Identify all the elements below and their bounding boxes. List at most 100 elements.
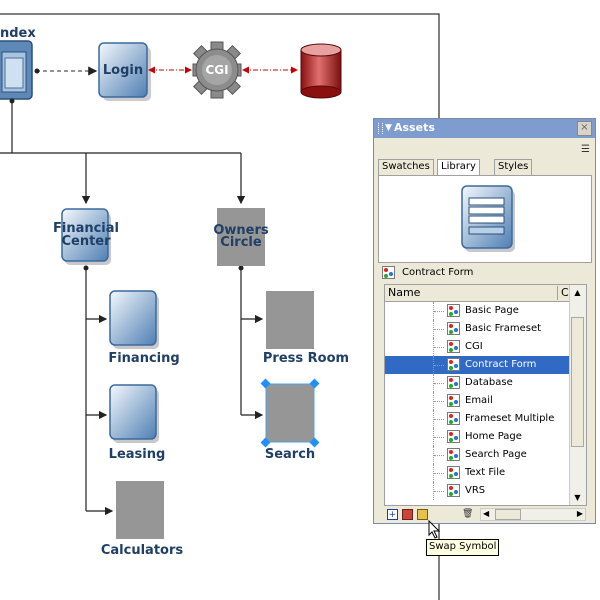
node-financial-center-label-1: Financial xyxy=(53,221,119,236)
node-cgi-gear-icon[interactable] xyxy=(192,41,242,99)
asset-list-item-label: Frameset Multiple xyxy=(465,413,555,424)
selection-handles[interactable] xyxy=(260,378,320,448)
node-database-icon[interactable] xyxy=(300,43,342,99)
refresh-icon[interactable] xyxy=(402,509,413,520)
assets-panel-title: Assets xyxy=(394,121,435,134)
symbol-file-icon xyxy=(447,412,460,425)
symbol-file-icon xyxy=(382,266,395,279)
tree-line xyxy=(433,374,444,392)
scroll-up-icon[interactable]: ▲ xyxy=(574,288,581,297)
tree-line xyxy=(433,338,444,356)
page-border xyxy=(0,13,440,600)
tree-line xyxy=(434,347,444,348)
tab-styles[interactable]: Styles xyxy=(494,159,533,176)
tree-line xyxy=(434,437,444,438)
symbol-file-icon xyxy=(447,376,460,389)
delete-trash-icon[interactable]: 🗑 xyxy=(462,509,474,519)
asset-list-item-label: VRS xyxy=(465,485,486,496)
asset-list-item-label: Contract Form xyxy=(465,359,537,370)
node-owners-circle-label-2: Circle xyxy=(220,235,262,250)
link-dot xyxy=(34,68,40,74)
node-calculators-label: Calculators xyxy=(101,543,184,558)
mouse-cursor-icon xyxy=(428,520,441,539)
tree-dot xyxy=(83,265,89,271)
symbol-file-icon xyxy=(447,448,460,461)
node-login-label: Login xyxy=(103,63,143,78)
node-financing[interactable] xyxy=(109,290,159,349)
node-owners-circle-label-1: Owners xyxy=(213,223,269,238)
symbol-file-icon xyxy=(447,466,460,479)
node-financial-center[interactable] xyxy=(61,208,111,265)
tree-line xyxy=(433,392,444,410)
tree-line xyxy=(434,455,444,456)
asset-list-item-label: Email xyxy=(465,395,493,406)
tree-line xyxy=(434,311,444,312)
asset-list-item[interactable]: Email xyxy=(385,392,571,410)
scroll-down-icon[interactable]: ▼ xyxy=(574,493,581,502)
asset-list-item-label: Database xyxy=(465,377,513,388)
panel-options-menu-icon[interactable]: ☰ xyxy=(581,144,590,155)
asset-list-item-label: Text File xyxy=(465,467,506,478)
tree-connectors xyxy=(0,101,264,516)
node-calculators[interactable] xyxy=(116,481,164,539)
asset-list-item-label: CGI xyxy=(465,341,483,352)
node-search-label: Search xyxy=(265,447,315,462)
tree-line xyxy=(433,482,444,500)
node-search[interactable] xyxy=(265,383,315,443)
scroll-left-icon[interactable]: ◀ xyxy=(483,509,490,518)
node-owners-circle[interactable] xyxy=(217,208,265,266)
node-cgi-label: CGI xyxy=(205,63,228,77)
node-press-room[interactable] xyxy=(266,291,314,349)
tree-line xyxy=(434,473,444,474)
asset-list-item-label: Basic Frameset xyxy=(465,323,542,334)
node-index-label: ndex xyxy=(0,26,36,41)
asset-list-item[interactable]: VRS xyxy=(385,482,571,500)
tab-swatches[interactable]: Swatches xyxy=(378,159,434,176)
swap-symbol-icon[interactable] xyxy=(417,509,428,520)
asset-list-item[interactable]: Contract Form xyxy=(385,356,571,374)
node-login[interactable] xyxy=(98,42,151,101)
close-icon[interactable]: × xyxy=(577,121,592,136)
vertical-scrollbar[interactable]: ▲ ▼ xyxy=(569,285,586,505)
symbol-file-icon xyxy=(447,430,460,443)
asset-list-item-label: Home Page xyxy=(465,431,522,442)
asset-list-item[interactable]: Database xyxy=(385,374,571,392)
tree-line xyxy=(434,329,444,330)
tree-line xyxy=(434,365,444,366)
asset-list-header: Name Co xyxy=(385,285,575,302)
asset-list-item-label: Basic Page xyxy=(465,305,519,316)
column-name[interactable]: Name xyxy=(388,286,421,299)
h-scroll-thumb[interactable] xyxy=(495,509,521,520)
node-leasing-label: Leasing xyxy=(109,447,166,462)
tree-line xyxy=(433,428,444,446)
tree-line xyxy=(433,464,444,482)
scroll-right-icon[interactable]: ▶ xyxy=(576,509,583,518)
symbol-file-icon xyxy=(447,484,460,497)
asset-list-item[interactable]: Basic Page xyxy=(385,302,571,320)
tree-line xyxy=(434,419,444,420)
drag-grip-icon[interactable] xyxy=(378,123,383,134)
tree-line xyxy=(433,302,444,320)
asset-list-item[interactable]: CGI xyxy=(385,338,571,356)
assets-panel-titlebar[interactable]: ▼ Assets × xyxy=(374,119,595,138)
horizontal-scrollbar[interactable]: ◀ ▶ xyxy=(480,508,586,521)
asset-list-item-label: Search Page xyxy=(465,449,527,460)
asset-list-item[interactable]: Basic Frameset xyxy=(385,320,571,338)
scroll-thumb[interactable] xyxy=(571,317,584,447)
asset-list-item[interactable]: Home Page xyxy=(385,428,571,446)
asset-list-item[interactable]: Frameset Multiple xyxy=(385,410,571,428)
node-index[interactable] xyxy=(0,40,33,100)
asset-list-item[interactable]: Text File xyxy=(385,464,571,482)
symbol-file-icon xyxy=(447,394,460,407)
symbol-file-icon xyxy=(447,358,460,371)
tree-line xyxy=(433,356,444,374)
selected-asset-name: Contract Form xyxy=(402,267,474,278)
insert-icon[interactable]: + xyxy=(387,509,398,520)
node-financing-label: Financing xyxy=(108,351,179,366)
node-leasing[interactable] xyxy=(109,384,159,443)
node-press-room-label: Press Room xyxy=(263,351,349,366)
asset-list-item[interactable]: Search Page xyxy=(385,446,571,464)
collapse-triangle-icon[interactable]: ▼ xyxy=(385,123,392,133)
